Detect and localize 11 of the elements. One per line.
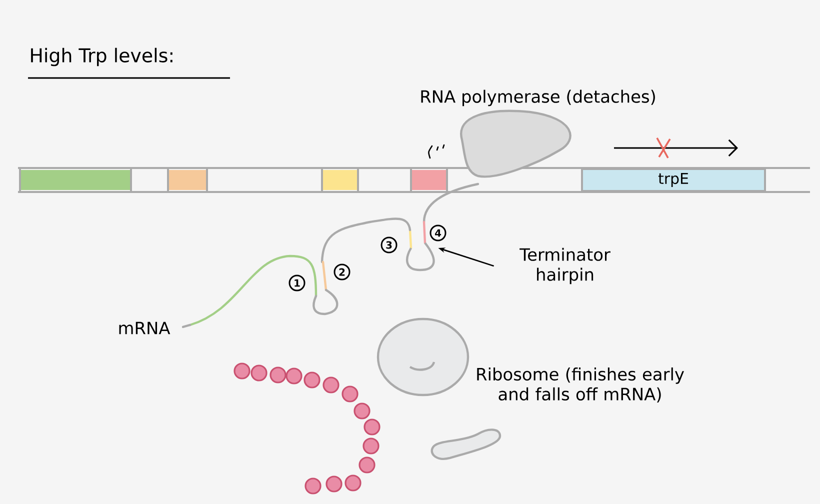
hairpin-drawing (406, 242, 435, 272)
title: High Trp levels: (31, 48, 172, 66)
callout-number: 3 (380, 236, 398, 254)
gene-box: trpE (581, 168, 766, 192)
label-text: RNA polymerase (detaches) (421, 90, 655, 106)
annotation-text: Terminator hairpin (520, 248, 610, 284)
callout-number: 1 (288, 274, 306, 292)
label-text: Ribosome (finishes early and falls off mRNA) (477, 367, 684, 402)
callout-number: 4 (430, 224, 446, 242)
callout-number: 2 (334, 264, 350, 280)
label-text: mRNA (119, 322, 170, 334)
